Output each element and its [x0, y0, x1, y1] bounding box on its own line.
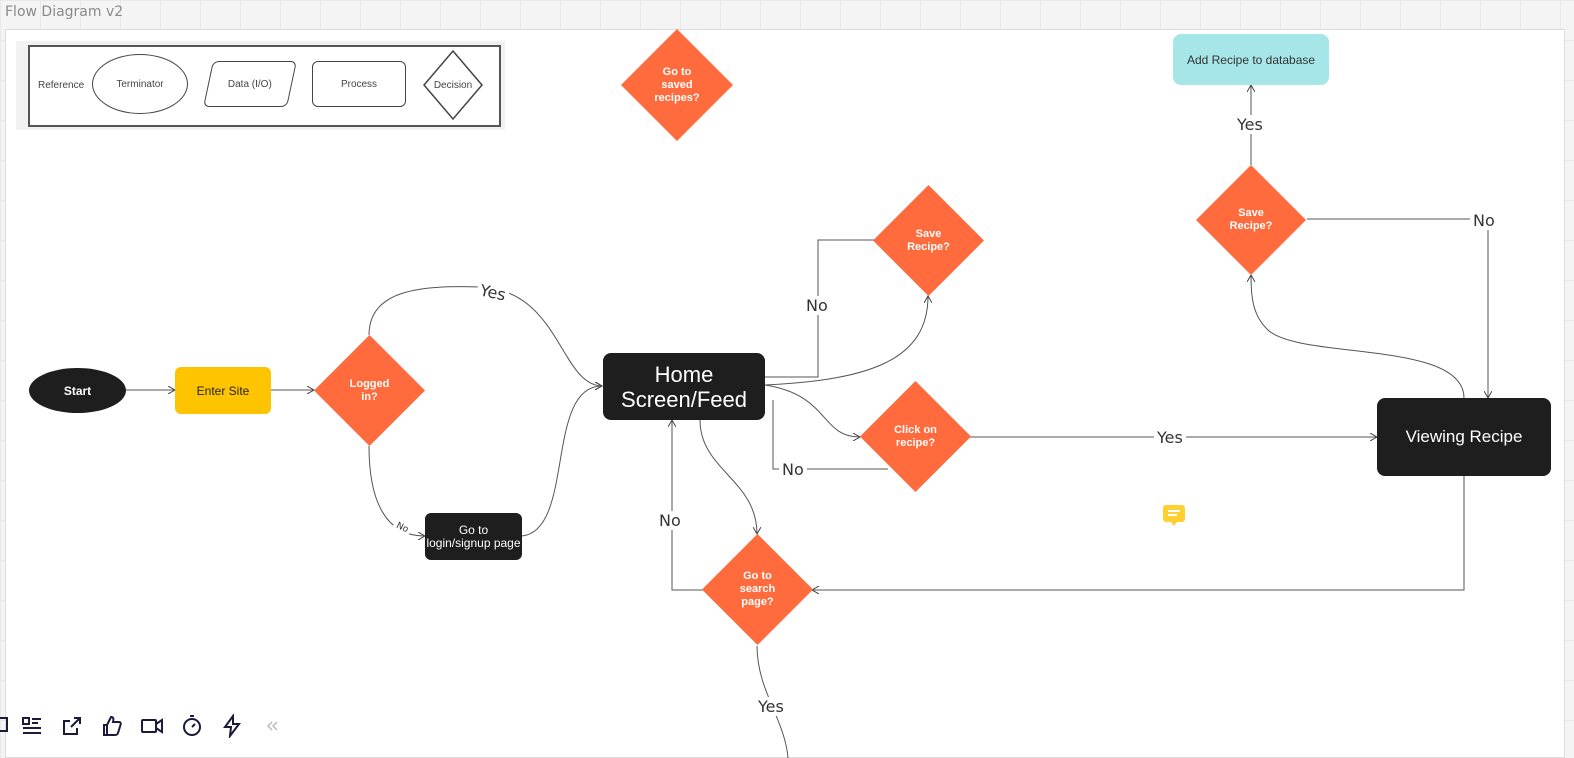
bottom-toolbar: [0, 706, 292, 746]
timer-icon[interactable]: [172, 706, 212, 746]
start-terminator[interactable]: Start: [29, 368, 126, 413]
video-icon[interactable]: [132, 706, 172, 746]
go-saved-decision[interactable]: Go to saved recipes?: [621, 29, 733, 141]
login-signup-process[interactable]: Go to login/signup page: [425, 513, 522, 560]
edge-label-search-yes: Yes: [755, 697, 787, 716]
legend-reference: Reference: [38, 80, 85, 91]
save-recipe-home-decision[interactable]: Save Recipe?: [873, 185, 984, 296]
legend-box: Reference Terminator Data (I/O) Process …: [28, 45, 501, 127]
list-icon[interactable]: [12, 706, 52, 746]
click-recipe-decision[interactable]: Click on recipe?: [860, 381, 971, 492]
edge-label-save-view-yes: Yes: [1234, 115, 1266, 134]
legend-process: Process: [312, 61, 406, 107]
lightning-icon[interactable]: [212, 706, 252, 746]
enter-site-process[interactable]: Enter Site: [175, 367, 271, 414]
home-feed-process[interactable]: Home Screen/Feed: [603, 353, 765, 420]
viewing-recipe-process[interactable]: Viewing Recipe: [1377, 398, 1551, 476]
logged-in-decision[interactable]: Logged in?: [314, 335, 425, 446]
board-title: Flow Diagram v2: [5, 4, 124, 20]
comment-icon[interactable]: [1162, 503, 1186, 527]
comment-icon[interactable]: [0, 706, 12, 746]
legend-terminator: Terminator: [92, 54, 188, 114]
share-icon[interactable]: [52, 706, 92, 746]
legend-decision: Decision: [422, 49, 484, 121]
edge-label-search-no: No: [656, 511, 684, 530]
thumbs-up-icon[interactable]: [92, 706, 132, 746]
edge-label-save-home-no: No: [803, 296, 831, 315]
edge-label-click-no: No: [779, 460, 807, 479]
collapse-icon[interactable]: [252, 706, 292, 746]
add-recipe-process[interactable]: Add Recipe to database: [1173, 34, 1329, 85]
legend-image[interactable]: Reference Terminator Data (I/O) Process …: [16, 41, 505, 130]
edge-label-save-view-no: No: [1470, 211, 1498, 230]
save-recipe-view-decision[interactable]: Save Recipe?: [1196, 165, 1306, 275]
edge-label-click-yes: Yes: [1154, 428, 1186, 447]
go-search-decision[interactable]: Go to search page?: [702, 534, 813, 645]
